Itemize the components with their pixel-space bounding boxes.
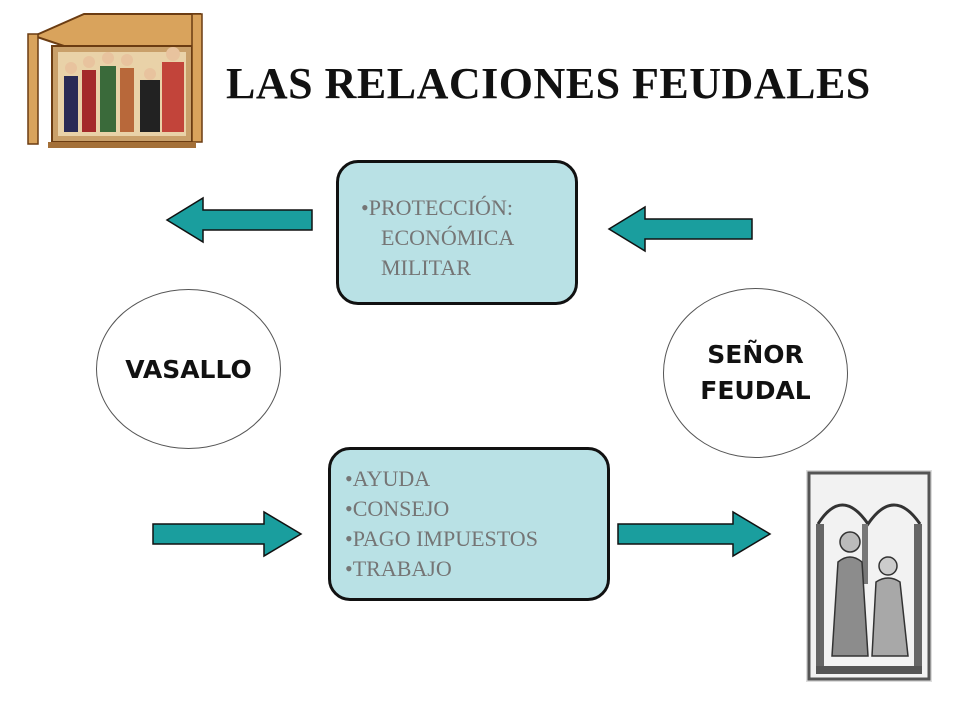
obligations-box: •AYUDA •CONSEJO •PAGO IMPUESTOS •TRABAJO (328, 447, 610, 601)
obligation-item: •PAGO IMPUESTOS (345, 526, 538, 551)
obligation-item: •CONSEJO (345, 496, 450, 521)
feudal-lord-label-line2: FEUDAL (700, 376, 811, 405)
protection-box: •PROTECCIÓN: ECONÓMICA MILITAR (336, 160, 578, 305)
protection-item-military: MILITAR (381, 255, 471, 280)
arrow-right-bottom-right (617, 510, 772, 558)
arrow-right-bottom-left (152, 510, 303, 558)
protection-heading: •PROTECCIÓN: (361, 195, 513, 220)
obligation-item: •TRABAJO (345, 556, 452, 581)
protection-item-economic: ECONÓMICA (381, 225, 515, 250)
obligation-item: •AYUDA (345, 466, 431, 491)
page-title: LAS RELACIONES FEUDALES (226, 59, 871, 108)
arrow-left-top-left (165, 196, 313, 244)
vassal-node: VASALLO (96, 289, 281, 449)
vassal-homage-illustration (806, 470, 932, 682)
feudal-lord-label-line1: SEÑOR (707, 340, 804, 369)
vassal-label: VASALLO (125, 354, 252, 384)
arrow-left-top-right (607, 205, 753, 253)
medieval-court-illustration (24, 6, 210, 150)
feudal-lord-node: SEÑOR FEUDAL (663, 288, 848, 458)
